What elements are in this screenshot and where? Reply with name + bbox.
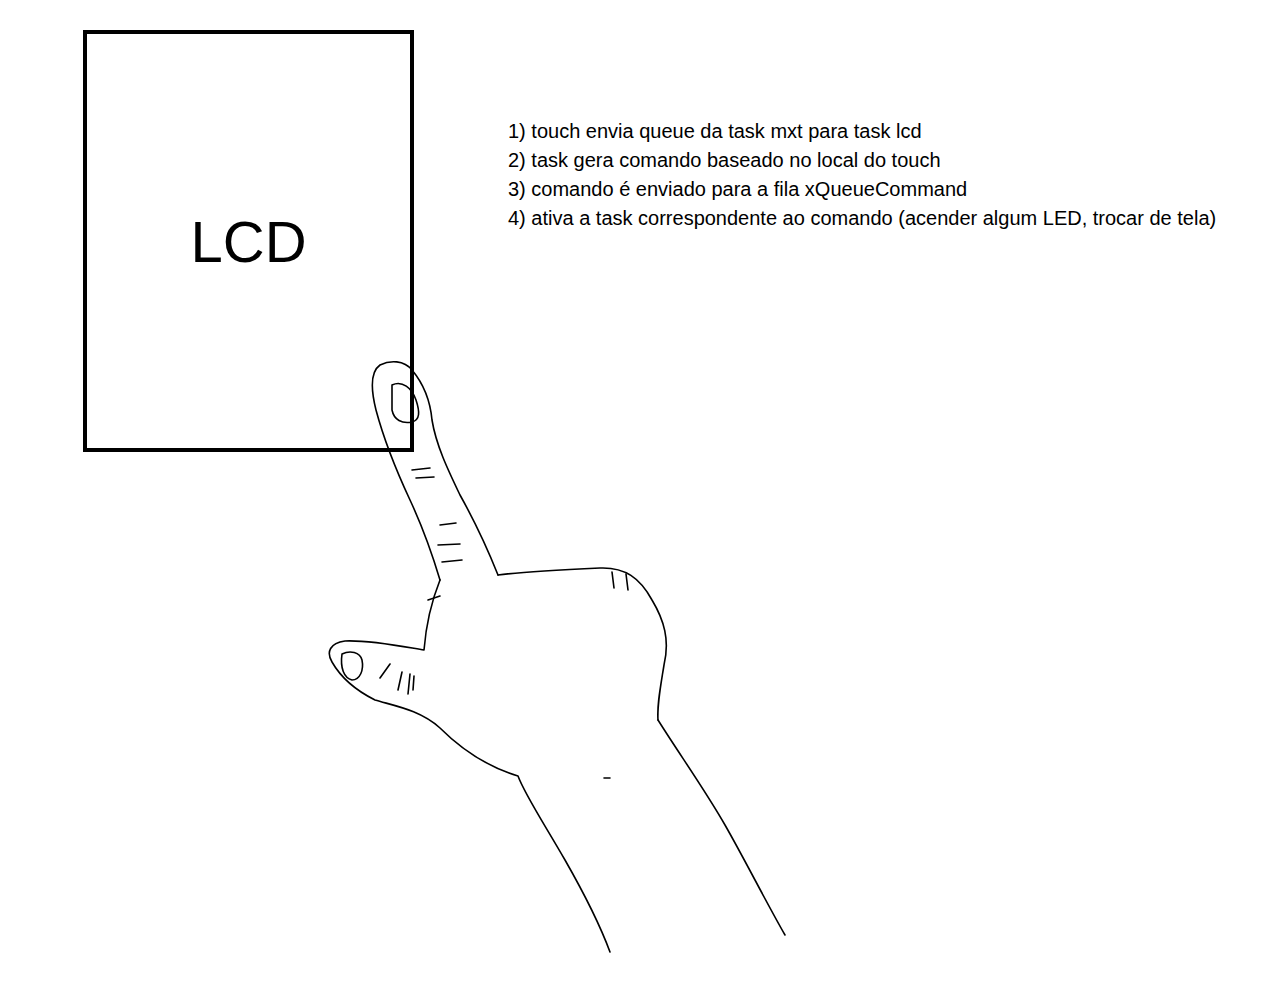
hand-top-outline <box>498 568 666 720</box>
step-note: 1) touch envia queue da task mxt para ta… <box>508 117 1243 146</box>
thumb-nail <box>341 652 362 680</box>
knuckle-lines <box>380 468 628 778</box>
step-note: 3) comando é enviado para a fila xQueueC… <box>508 175 1243 204</box>
finger-nail <box>392 383 419 422</box>
thumb-and-left-outline <box>329 580 610 952</box>
notes-block: 1) touch envia queue da task mxt para ta… <box>508 117 1243 233</box>
lcd-screen-box: LCD <box>83 30 414 452</box>
hand-right-outline <box>658 720 785 935</box>
step-note: 2) task gera comando baseado no local do… <box>508 146 1243 175</box>
screen-label: LCD <box>190 208 306 275</box>
step-note: 4) ativa a task correspondente ao comand… <box>508 204 1243 233</box>
index-finger-outline <box>372 362 498 580</box>
